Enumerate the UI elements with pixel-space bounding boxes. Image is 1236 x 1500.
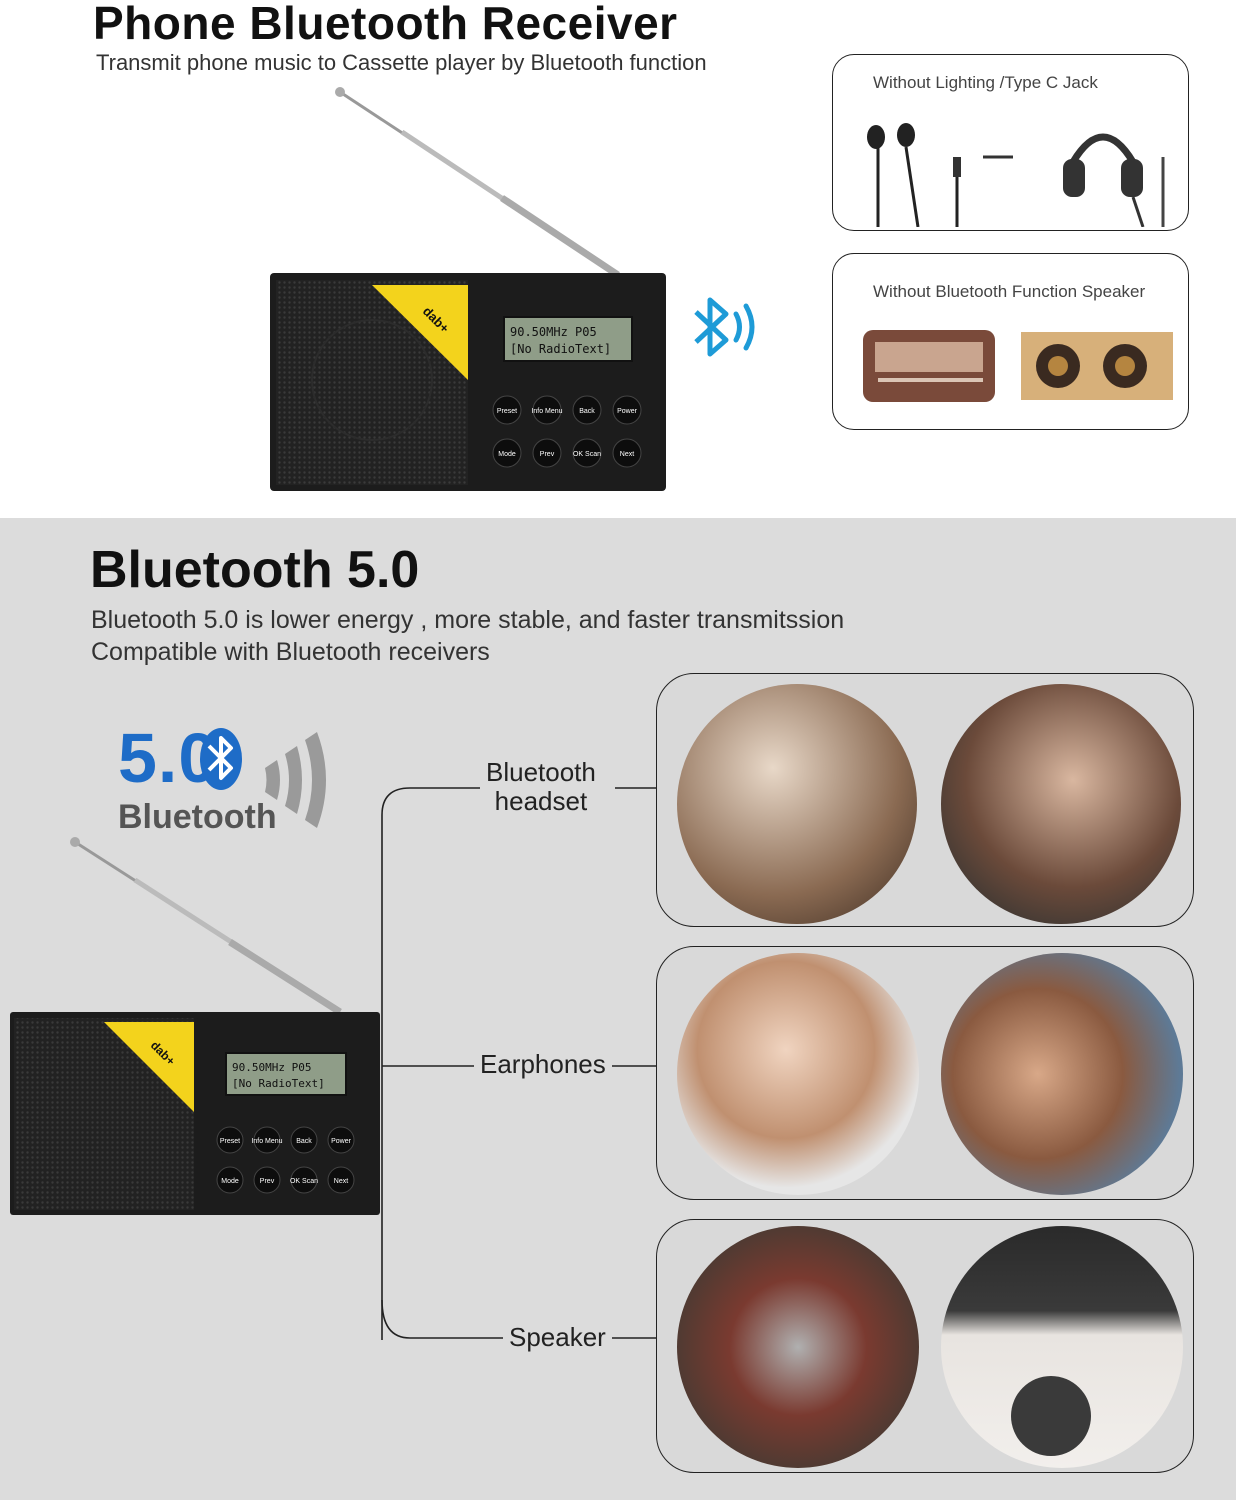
bluetooth-icon bbox=[200, 728, 242, 790]
card-label: Without Lighting /Type C Jack bbox=[873, 73, 1098, 92]
power-button[interactable] bbox=[612, 395, 642, 425]
category-label-earphones: Earphones bbox=[474, 1050, 612, 1079]
svg-text:Info Menu: Info Menu bbox=[531, 408, 562, 415]
svg-text:Info Menu: Info Menu bbox=[251, 1138, 282, 1145]
info-menu-button[interactable] bbox=[532, 395, 562, 425]
wired-headphones-card: Without Lighting /Type C Jack bbox=[832, 54, 1189, 231]
bluetooth-wordmark: Bluetooth bbox=[118, 798, 277, 836]
radio-illustration: dab+ 90.50MHz P05 [No RadioText] Preset … bbox=[270, 87, 666, 491]
card-label: Without Bluetooth Function Speaker bbox=[873, 282, 1146, 301]
svg-text:Mode: Mode bbox=[221, 1178, 239, 1185]
headset-photo-woman bbox=[941, 684, 1181, 924]
category-label-speaker: Speaker bbox=[503, 1323, 612, 1352]
speaker-photo-smart bbox=[941, 1226, 1183, 1468]
svg-text:OK Scan: OK Scan bbox=[290, 1178, 318, 1185]
ok-scan-button[interactable] bbox=[572, 438, 602, 468]
svg-text:Next: Next bbox=[334, 1178, 348, 1185]
speaker-card-photos bbox=[656, 1219, 1194, 1473]
speakers-icon bbox=[863, 330, 1173, 402]
svg-text:Power: Power bbox=[617, 408, 638, 415]
headset-photo-family bbox=[677, 684, 917, 924]
svg-text:90.50MHz P05: 90.50MHz P05 bbox=[232, 1061, 311, 1074]
svg-text:Preset: Preset bbox=[220, 1138, 240, 1145]
svg-text:Back: Back bbox=[296, 1138, 312, 1145]
signal-waves-icon bbox=[265, 732, 326, 828]
svg-text:[No RadioText]: [No RadioText] bbox=[232, 1077, 325, 1090]
category-label-headset: Bluetooth headset bbox=[480, 758, 602, 816]
next-button[interactable] bbox=[612, 438, 642, 468]
svg-text:Mode: Mode bbox=[498, 451, 516, 458]
svg-text:Power: Power bbox=[331, 1138, 352, 1145]
bottom-subtitle-line2: Compatible with Bluetooth receivers bbox=[91, 638, 490, 666]
earphones-headphones-icon bbox=[867, 123, 1165, 227]
svg-text:Prev: Prev bbox=[260, 1178, 275, 1185]
dab-badge bbox=[104, 1022, 194, 1112]
svg-text:Preset: Preset bbox=[497, 408, 517, 415]
preset-button[interactable] bbox=[492, 395, 522, 425]
dab-badge bbox=[372, 285, 468, 380]
lcd-display bbox=[503, 316, 633, 362]
prev-button[interactable] bbox=[532, 438, 562, 468]
earphones-photo-man-2 bbox=[941, 953, 1183, 1195]
svg-text:Back: Back bbox=[579, 408, 595, 415]
lcd-display bbox=[225, 1052, 347, 1096]
top-title: Phone Bluetooth Receiver bbox=[93, 0, 678, 49]
mode-button[interactable] bbox=[492, 438, 522, 468]
speaker-card: Without Bluetooth Function Speaker bbox=[832, 253, 1189, 430]
speaker-photo-wood bbox=[677, 1226, 919, 1468]
earphones-card bbox=[656, 946, 1194, 1200]
back-button[interactable] bbox=[572, 395, 602, 425]
lcd-line1: 90.50MHz P05 bbox=[510, 325, 597, 339]
svg-text:Next: Next bbox=[620, 451, 634, 458]
bottom-subtitle-line1: Bluetooth 5.0 is lower energy , more sta… bbox=[91, 606, 845, 634]
top-subtitle: Transmit phone music to Cassette player … bbox=[96, 50, 707, 75]
headset-card bbox=[656, 673, 1194, 927]
bluetooth-signal-icon bbox=[694, 297, 755, 357]
radio-illustration-small: dab+ 90.50MHz P05 [No RadioText] Preset … bbox=[10, 837, 380, 1215]
svg-text:Prev: Prev bbox=[540, 451, 555, 458]
earphones-photo-man bbox=[677, 953, 919, 1195]
svg-text:OK Scan: OK Scan bbox=[573, 451, 601, 458]
smart-speaker-device bbox=[1011, 1376, 1091, 1456]
bottom-title: Bluetooth 5.0 bbox=[90, 541, 420, 599]
lcd-line2: [No RadioText] bbox=[510, 342, 611, 356]
